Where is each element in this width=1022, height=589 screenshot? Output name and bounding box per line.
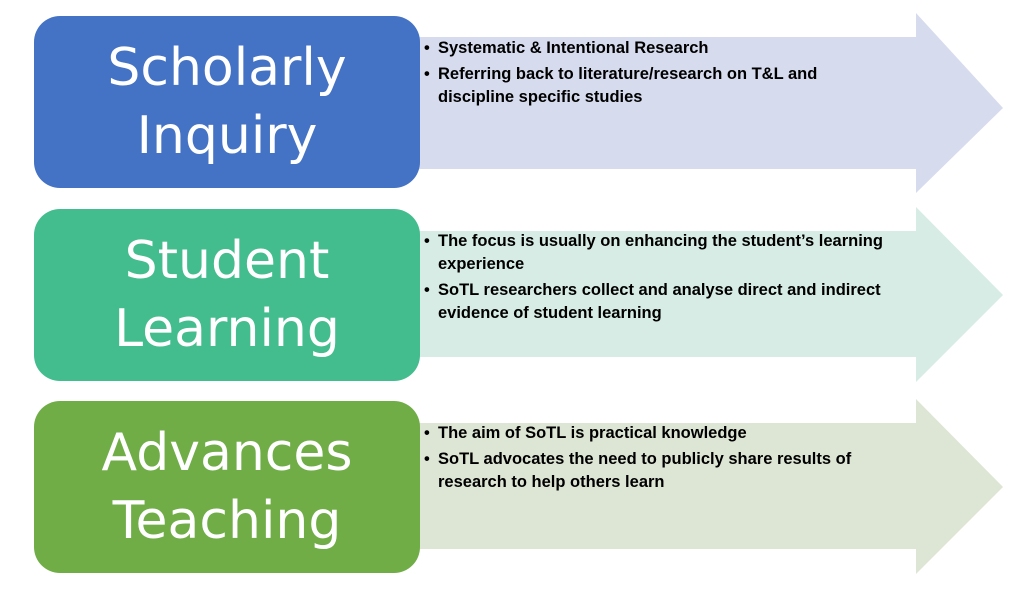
title-box: Scholarly Inquiry [34, 16, 420, 188]
bullet-item: Systematic & Intentional Research [424, 37, 894, 60]
bullet-list: Systematic & Intentional Research Referr… [424, 37, 894, 112]
bullet-item: The focus is usually on enhancing the st… [424, 230, 929, 276]
title-line-2: Learning [114, 299, 340, 359]
title-line-2: Inquiry [136, 106, 318, 166]
title-line-2: Teaching [112, 491, 342, 551]
bullet-item: The aim of SoTL is practical knowledge [424, 422, 894, 445]
bullet-item: SoTL researchers collect and analyse dir… [424, 279, 929, 325]
title-line-1: Advances [101, 423, 353, 483]
title-line-1: Scholarly [107, 38, 347, 98]
row-advances-teaching: Advances Teaching The aim of SoTL is pra… [0, 397, 1022, 587]
row-scholarly-inquiry: Scholarly Inquiry Systematic & Intention… [0, 13, 1022, 203]
bullet-item: Referring back to literature/research on… [424, 63, 894, 109]
title-line-1: Student [124, 231, 330, 291]
bullet-item: SoTL advocates the need to publicly shar… [424, 448, 894, 494]
bullet-list: The aim of SoTL is practical knowledge S… [424, 422, 894, 497]
row-student-learning: Student Learning The focus is usually on… [0, 205, 1022, 395]
bullet-list: The focus is usually on enhancing the st… [424, 230, 929, 328]
title-box: Student Learning [34, 209, 420, 381]
title-box: Advances Teaching [34, 401, 420, 573]
